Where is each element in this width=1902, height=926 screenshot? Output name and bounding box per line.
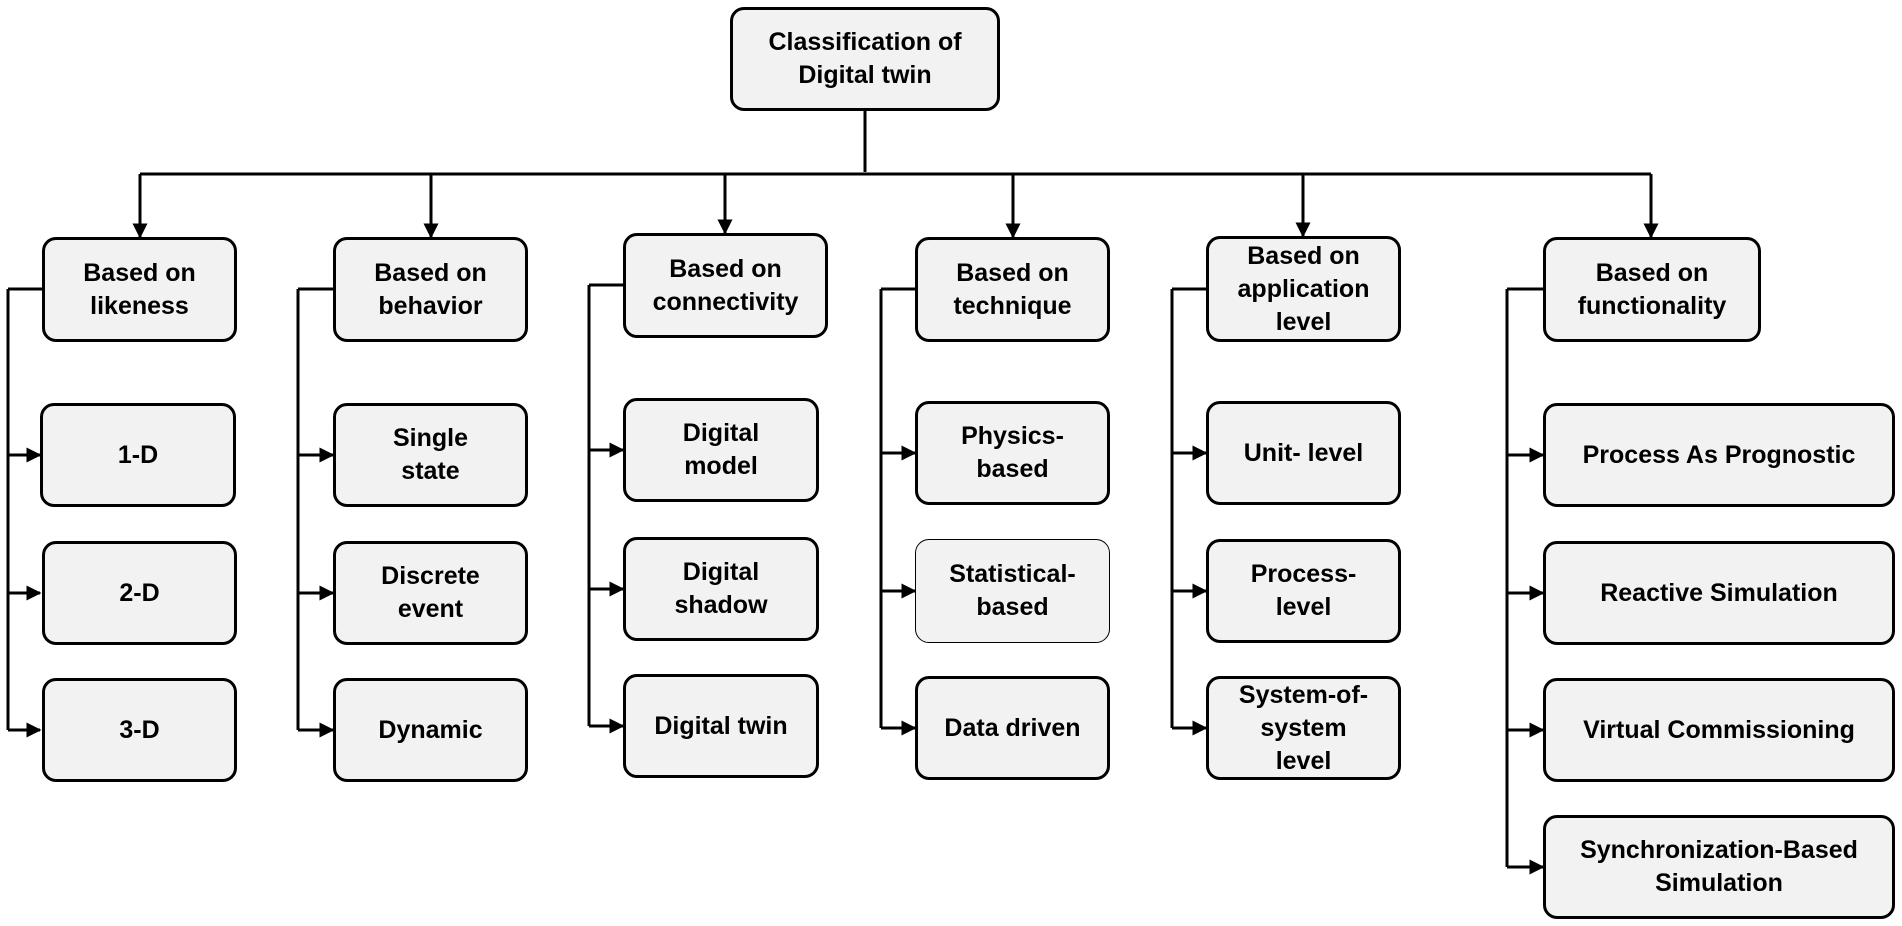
item-unit-level: Unit- level xyxy=(1206,401,1401,505)
category-technique: Based on technique xyxy=(915,237,1110,342)
item-digital-shadow: Digital shadow xyxy=(623,537,819,641)
item-virtual-commissioning: Virtual Commissioning xyxy=(1543,678,1895,782)
item-process-level: Process- level xyxy=(1206,539,1401,643)
category-behavior: Based on behavior xyxy=(333,237,528,342)
category-connectivity: Based on connectivity xyxy=(623,233,828,338)
item-3d: 3-D xyxy=(42,678,237,782)
item-statistical-based: Statistical- based xyxy=(915,539,1110,643)
category-application-level: Based on application level xyxy=(1206,236,1401,342)
root-node: Classification of Digital twin xyxy=(730,7,1000,111)
item-synchronization-based-simulation: Synchronization-Based Simulation xyxy=(1543,815,1895,919)
item-system-of-system-level: System-of- system level xyxy=(1206,676,1401,780)
item-single-state: Single state xyxy=(333,403,528,507)
item-discrete-event: Discrete event xyxy=(333,541,528,645)
category-likeness: Based on likeness xyxy=(42,237,237,342)
item-physics-based: Physics- based xyxy=(915,401,1110,505)
item-1d: 1-D xyxy=(40,403,236,507)
item-reactive-simulation: Reactive Simulation xyxy=(1543,541,1895,645)
item-data-driven: Data driven xyxy=(915,676,1110,780)
item-digital-twin: Digital twin xyxy=(623,674,819,778)
item-dynamic: Dynamic xyxy=(333,678,528,782)
category-functionality: Based on functionality xyxy=(1543,237,1761,342)
item-2d: 2-D xyxy=(42,541,237,645)
item-digital-model: Digital model xyxy=(623,398,819,502)
item-process-as-prognostic: Process As Prognostic xyxy=(1543,403,1895,507)
